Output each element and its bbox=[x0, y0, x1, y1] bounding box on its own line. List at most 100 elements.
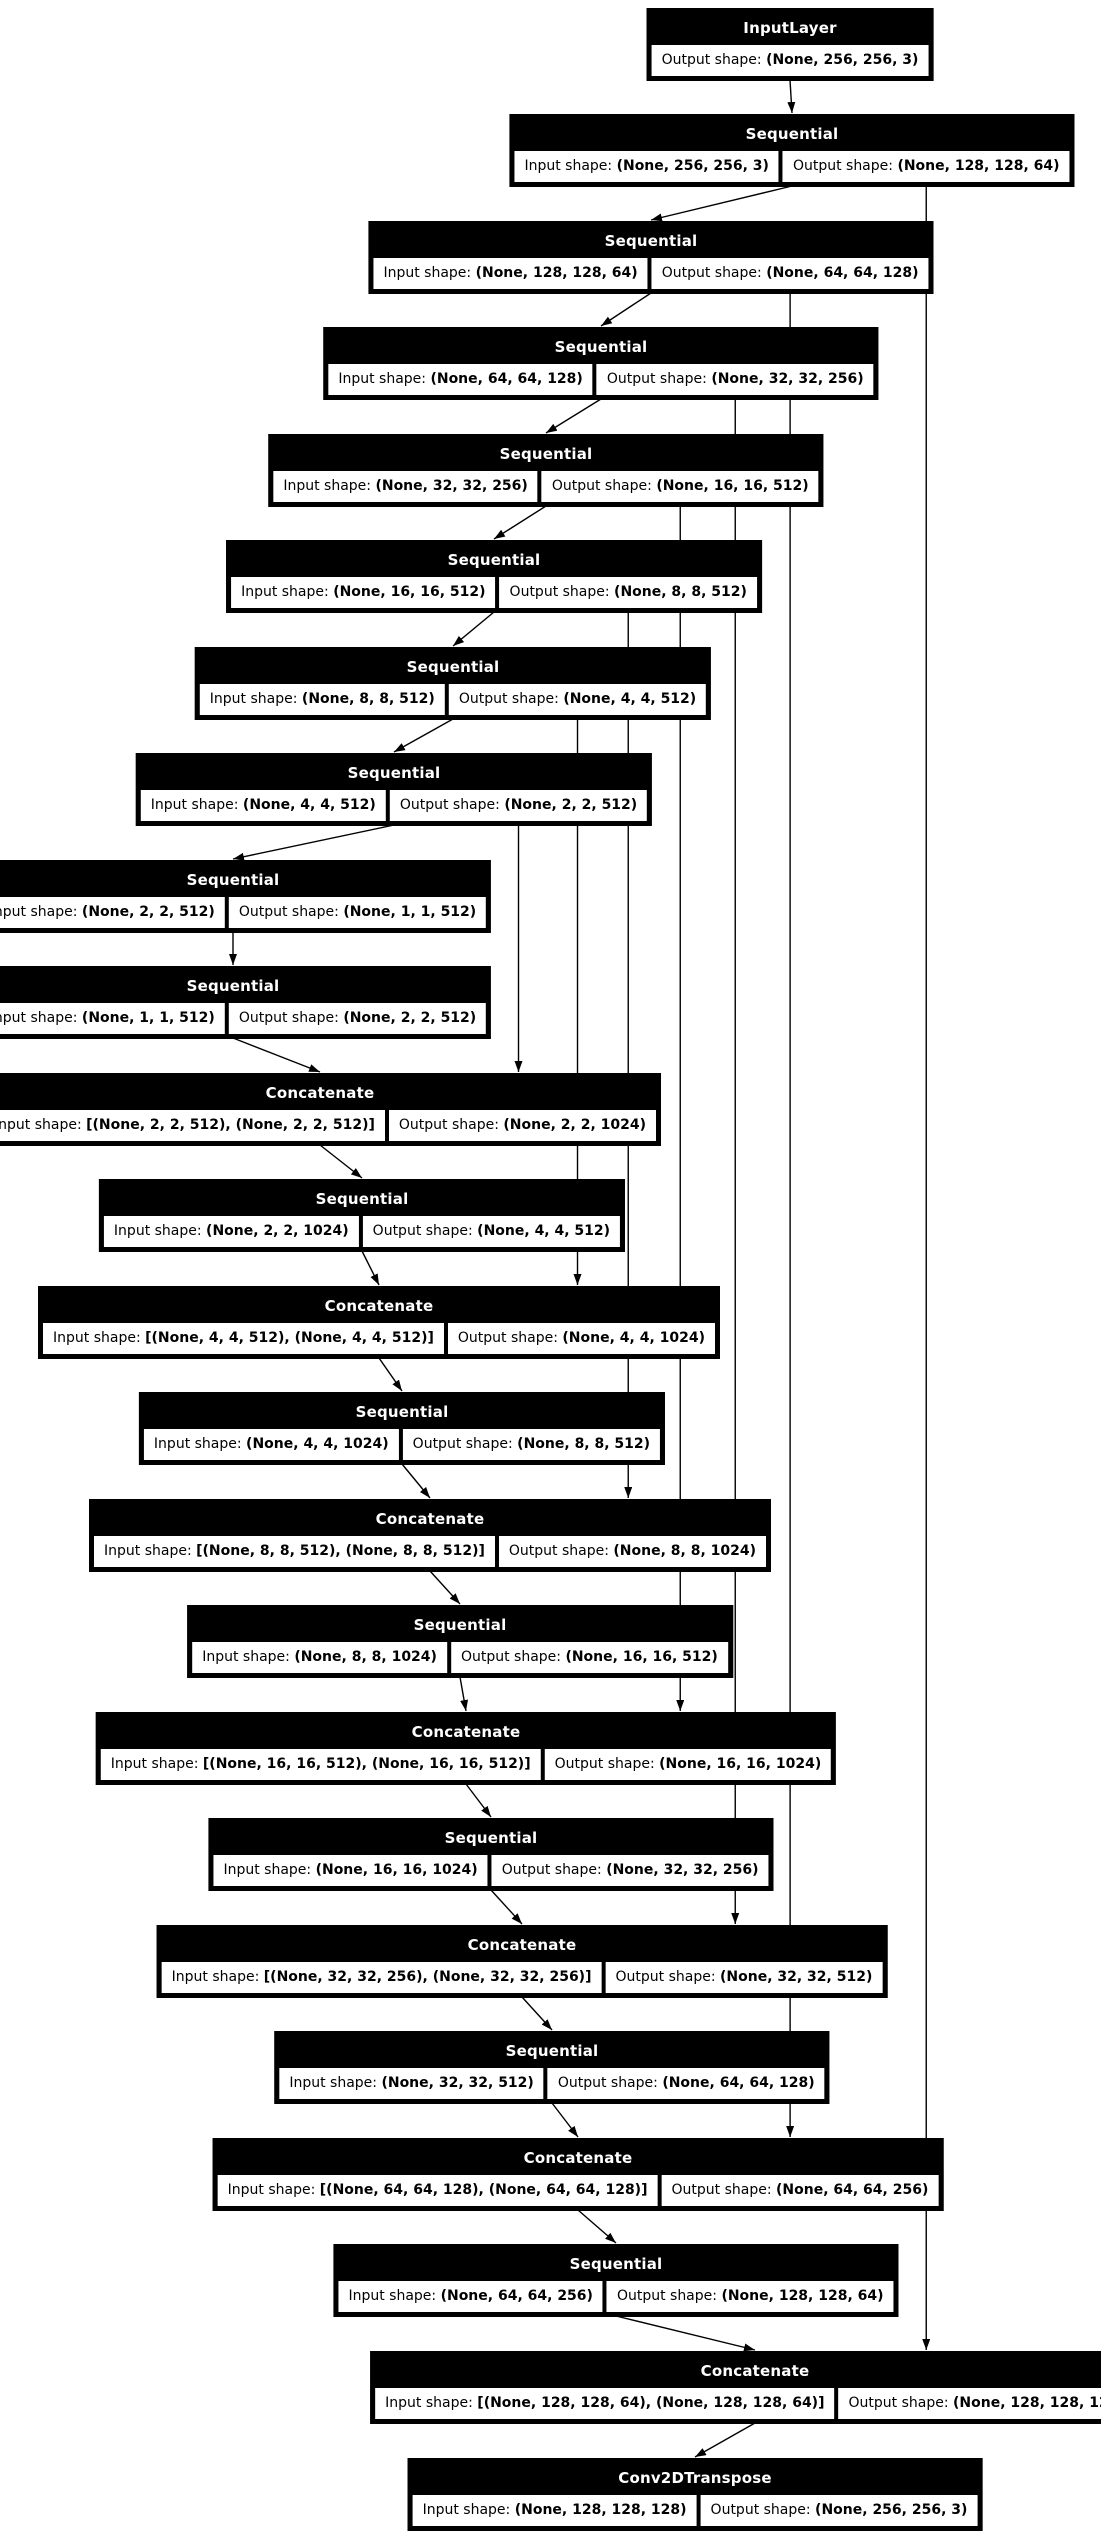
flow-edge bbox=[600, 292, 652, 327]
output-shape-cell: Output shape: (None, 64, 64, 128) bbox=[547, 2068, 825, 2099]
shape-label: Input shape: bbox=[524, 158, 617, 174]
shape-cells: Input shape: (None, 16, 16, 1024)Output … bbox=[210, 1855, 772, 1889]
shape-value: (None, 4, 4, 512) bbox=[563, 691, 697, 707]
shape-label: Input shape: bbox=[0, 1117, 87, 1133]
output-shape-cell: Output shape: (None, 256, 256, 3) bbox=[651, 45, 929, 76]
shape-label: Input shape: bbox=[289, 2075, 382, 2091]
output-shape-cell: Output shape: (None, 4, 4, 512) bbox=[362, 1216, 621, 1247]
layer-node-sequential: Sequential Input shape: (None, 4, 4, 512… bbox=[135, 753, 653, 826]
input-shape-cell: Input shape: (None, 64, 64, 256) bbox=[338, 2281, 603, 2312]
shape-cells: Input shape: [(None, 128, 128, 64), (Non… bbox=[372, 2388, 1101, 2422]
output-shape-cell: Output shape: (None, 128, 128, 64) bbox=[782, 151, 1070, 182]
input-shape-cell: Input shape: (None, 1, 1, 512) bbox=[0, 1003, 225, 1034]
shape-value: (None, 8, 8, 512) bbox=[614, 584, 747, 600]
shape-value: (None, 32, 32, 256) bbox=[711, 371, 864, 387]
shape-label: Output shape: bbox=[458, 691, 564, 707]
layer-title: Concatenate bbox=[523, 2149, 633, 2167]
output-shape-cell: Output shape: (None, 4, 4, 512) bbox=[448, 684, 707, 715]
shape-label: Output shape: bbox=[238, 904, 344, 920]
output-shape-cell: Output shape: (None, 1, 1, 512) bbox=[228, 897, 487, 928]
shape-label: Output shape: bbox=[606, 371, 712, 387]
flow-edge bbox=[232, 824, 395, 861]
layer-title: Concatenate bbox=[411, 1723, 521, 1741]
shape-value: (None, 128, 128, 64) bbox=[721, 2288, 884, 2304]
shape-value: (None, 128, 128, 64) bbox=[475, 265, 638, 281]
shape-value: (None, 8, 8, 512) bbox=[301, 691, 435, 707]
layer-node-concatenate: Concatenate Input shape: [(None, 64, 64,… bbox=[212, 2138, 944, 2211]
output-shape-cell: Output shape: (None, 16, 16, 512) bbox=[450, 1642, 728, 1673]
layer-title: Sequential bbox=[569, 2255, 663, 2273]
shape-label: Input shape: bbox=[113, 1223, 207, 1239]
shape-label: Output shape: bbox=[509, 584, 615, 600]
shape-value: (None, 8, 8, 1024) bbox=[613, 1543, 756, 1559]
shape-label: Input shape: bbox=[223, 1862, 316, 1878]
shape-label: Output shape: bbox=[671, 2182, 776, 2198]
layer-title: Sequential bbox=[186, 871, 280, 889]
shape-value: (None, 64, 64, 256) bbox=[440, 2288, 593, 2304]
input-shape-cell: Input shape: [(None, 2, 2, 512), (None, … bbox=[0, 1110, 385, 1141]
output-shape-cell: Output shape: (None, 8, 8, 512) bbox=[402, 1429, 661, 1460]
input-shape-cell: Input shape: [(None, 128, 128, 64), (Non… bbox=[375, 2388, 835, 2419]
output-shape-cell: Output shape: (None, 8, 8, 512) bbox=[499, 577, 757, 608]
shape-label: Output shape: bbox=[554, 1756, 660, 1772]
output-shape-cell: Output shape: (None, 32, 32, 256) bbox=[491, 1855, 769, 1886]
layer-title: Sequential bbox=[347, 764, 441, 782]
flow-edge bbox=[232, 1037, 321, 1073]
shape-value: (None, 2, 2, 512) bbox=[504, 797, 638, 813]
flow-edge bbox=[551, 2102, 579, 2138]
shape-cells: Output shape: (None, 256, 256, 3) bbox=[648, 45, 932, 79]
layer-title: Concatenate bbox=[324, 1297, 434, 1315]
output-shape-cell: Output shape: (None, 16, 16, 512) bbox=[541, 471, 819, 502]
shape-label: Input shape: bbox=[338, 371, 431, 387]
output-shape-cell: Output shape: (None, 64, 64, 128) bbox=[651, 258, 929, 289]
shape-value: [(None, 64, 64, 128), (None, 64, 64, 128… bbox=[319, 2182, 648, 2198]
flow-edge bbox=[361, 1250, 380, 1286]
shape-label: Input shape: bbox=[53, 1330, 146, 1346]
shape-value: (None, 4, 4, 512) bbox=[242, 797, 376, 813]
shape-label: Input shape: bbox=[283, 478, 376, 494]
output-shape-cell: Output shape: (None, 32, 32, 256) bbox=[596, 364, 874, 395]
shape-value: (None, 32, 32, 256) bbox=[375, 478, 528, 494]
shape-cells: Input shape: (None, 128, 128, 128)Output… bbox=[409, 2495, 981, 2529]
layer-node-inputlayer: InputLayer Output shape: (None, 256, 256… bbox=[646, 8, 934, 81]
shape-label: Output shape: bbox=[551, 478, 657, 494]
output-shape-cell: Output shape: (None, 2, 2, 1024) bbox=[388, 1110, 656, 1141]
input-shape-cell: Input shape: [(None, 32, 32, 256), (None… bbox=[161, 1962, 602, 1993]
output-shape-cell: Output shape: (None, 4, 4, 1024) bbox=[447, 1323, 715, 1354]
layer-node-sequential: Sequential Input shape: (None, 2, 2, 512… bbox=[0, 860, 492, 933]
flow-edge bbox=[465, 1783, 492, 1818]
shape-value: [(None, 32, 32, 256), (None, 32, 32, 256… bbox=[263, 1969, 592, 1985]
shape-label: Input shape: bbox=[153, 1436, 247, 1452]
shape-cells: Input shape: (None, 4, 4, 512)Output sha… bbox=[137, 790, 651, 824]
flow-edge bbox=[694, 2422, 756, 2458]
layer-node-concatenate: Concatenate Input shape: [(None, 2, 2, 5… bbox=[0, 1073, 661, 1146]
shape-label: Output shape: bbox=[792, 158, 898, 174]
shape-cells: Input shape: [(None, 2, 2, 512), (None, … bbox=[0, 1110, 659, 1144]
shape-value: (None, 64, 64, 128) bbox=[430, 371, 583, 387]
layer-title: Sequential bbox=[604, 232, 698, 250]
layer-node-concatenate: Concatenate Input shape: [(None, 4, 4, 5… bbox=[38, 1286, 720, 1359]
shape-value: (None, 8, 8, 512) bbox=[517, 1436, 651, 1452]
layer-title: Sequential bbox=[406, 658, 500, 676]
layer-title: Sequential bbox=[505, 2042, 599, 2060]
output-shape-cell: Output shape: (None, 2, 2, 512) bbox=[389, 790, 648, 821]
input-shape-cell: Input shape: [(None, 16, 16, 512), (None… bbox=[100, 1749, 541, 1780]
layer-node-sequential: Sequential Input shape: (None, 8, 8, 512… bbox=[194, 647, 712, 720]
output-shape-cell: Output shape: (None, 128, 128, 128) bbox=[838, 2388, 1101, 2419]
flow-edge bbox=[577, 2209, 617, 2244]
shape-value: [(None, 8, 8, 512), (None, 8, 8, 512)] bbox=[196, 1543, 485, 1559]
shape-cells: Input shape: [(None, 4, 4, 512), (None, … bbox=[40, 1323, 718, 1357]
layer-node-sequential: Sequential Input shape: (None, 16, 16, 1… bbox=[208, 1818, 774, 1891]
layer-title: Sequential bbox=[413, 1616, 507, 1634]
layer-node-sequential: Sequential Input shape: (None, 16, 16, 5… bbox=[226, 540, 762, 613]
flow-edge bbox=[545, 398, 602, 434]
shape-label: Output shape: bbox=[616, 2288, 722, 2304]
layer-title: Sequential bbox=[447, 551, 541, 569]
input-shape-cell: Input shape: (None, 4, 4, 512) bbox=[140, 790, 386, 821]
shape-label: Input shape: bbox=[110, 1756, 203, 1772]
layer-node-sequential: Sequential Input shape: (None, 64, 64, 2… bbox=[333, 2244, 899, 2317]
flow-edge bbox=[493, 505, 547, 540]
shape-value: (None, 1, 1, 512) bbox=[81, 1010, 215, 1026]
shape-cells: Input shape: (None, 2, 2, 512)Output sha… bbox=[0, 897, 490, 931]
layer-title: Concatenate bbox=[700, 2362, 810, 2380]
